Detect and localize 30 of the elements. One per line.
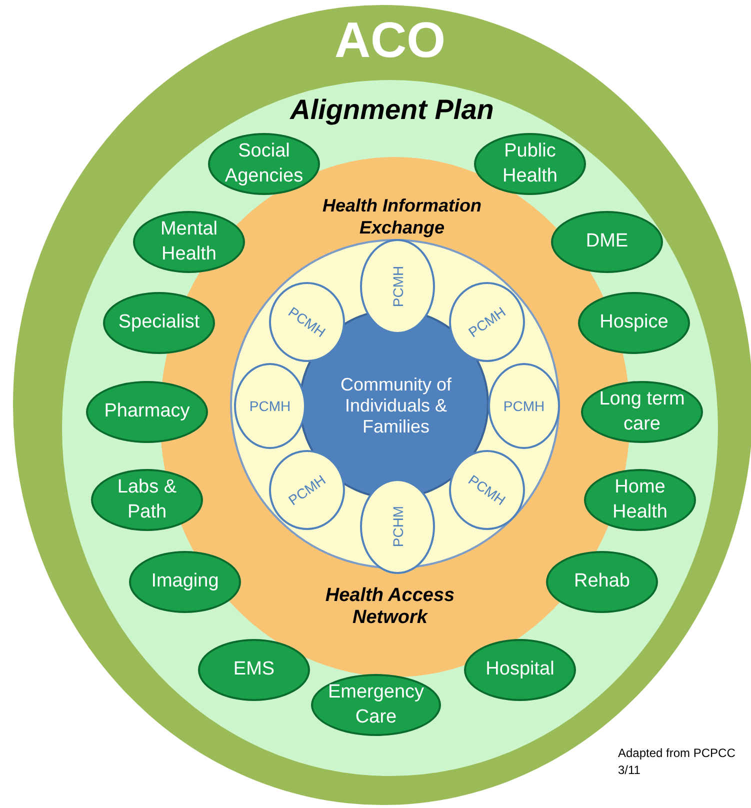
oval-label: EMS (232, 658, 276, 682)
oval-label: Pharmacy (103, 400, 191, 424)
source-note: Adapted from PCPCC 3/11 (618, 745, 736, 779)
oval-label: Social Agencies (224, 139, 304, 188)
oval-label: Imaging (150, 570, 220, 594)
oval-label: Home Health (612, 475, 668, 524)
oval-label: Labs & Path (116, 475, 178, 524)
oval-label: Public Health (502, 139, 558, 188)
oval-label: Rehab (573, 570, 631, 594)
oval-label: PCMH (502, 396, 546, 416)
oval-label: Emergency Care (326, 680, 426, 729)
pcmh-oval (234, 363, 306, 449)
oval-label: Hospice (598, 310, 670, 335)
pcmh-oval (449, 282, 525, 362)
oval-label: Long term care (598, 387, 686, 436)
pcmh-oval (269, 282, 345, 362)
oval-label: PCMH (248, 396, 292, 416)
pcmh-oval (488, 363, 560, 449)
oval-label: Mental Health (159, 217, 219, 266)
oval-label: Hospital (484, 658, 556, 682)
ring-title: Health Access Network (324, 585, 456, 629)
oval-label: Specialist (117, 310, 201, 335)
ring-title: Health Information Exchange (321, 195, 482, 239)
pcmh-oval (269, 450, 345, 530)
oval-label: PCMH (388, 264, 406, 309)
ring-title: ACO (333, 11, 447, 69)
oval-label: PCHM (388, 504, 406, 549)
ring-title: Community of Individuals & Families (339, 374, 453, 438)
ring-title: Alignment Plan (288, 94, 495, 126)
oval-label: DME (584, 230, 630, 254)
